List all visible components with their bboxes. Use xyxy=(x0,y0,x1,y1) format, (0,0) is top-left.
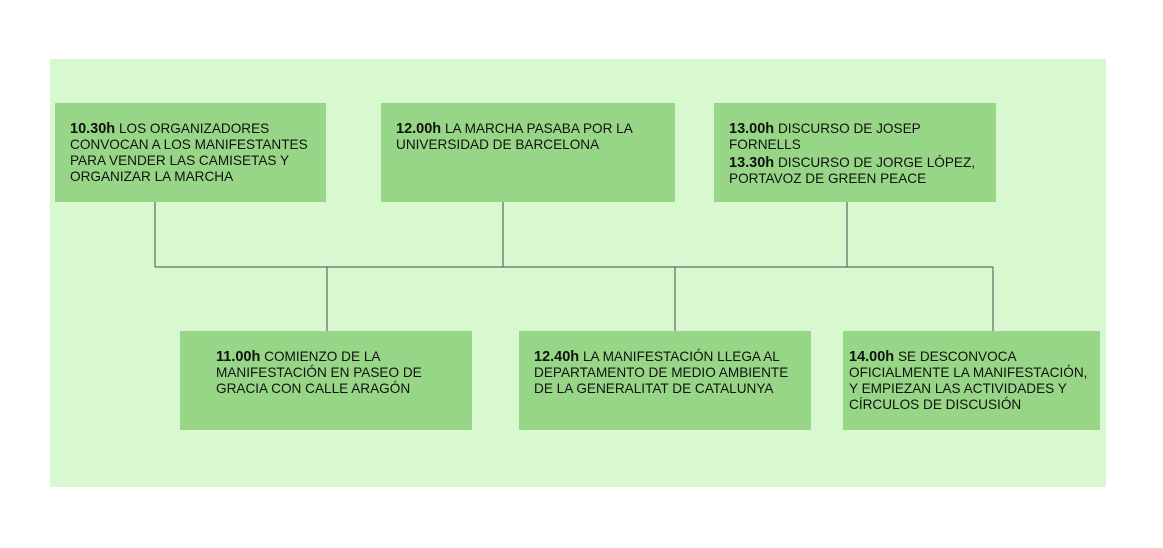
event-text: COMIENZO DE LA MANIFESTACIÓN EN PASEO DE… xyxy=(216,349,422,396)
event-text: DISCURSO DE JORGE LÓPEZ, PORTAVOZ DE GRE… xyxy=(729,155,976,186)
event-entry: 14.00h SE DESCONVOCA OFICIALMENTE LA MAN… xyxy=(849,349,1096,413)
event-entry: 12.40h LA MANIFESTACIÓN LLEGA AL DEPARTA… xyxy=(534,349,797,397)
event-time: 12.40h xyxy=(534,349,580,365)
event-text: DISCURSO DE JOSEP FORNELLS xyxy=(729,121,921,152)
event-box-1100: 11.00h COMIENZO DE LA MANIFESTACIÓN EN P… xyxy=(180,331,472,430)
event-time: 11.00h xyxy=(216,349,261,365)
event-entry: 13.00h DISCURSO DE JOSEP FORNELLS xyxy=(729,121,982,153)
event-time: 14.00h xyxy=(849,349,895,365)
event-text: LOS ORGANIZADORES CONVOCAN A LOS MANIFES… xyxy=(70,121,308,184)
event-time: 13.30h xyxy=(729,155,775,171)
event-entry: 13.30h DISCURSO DE JORGE LÓPEZ, PORTAVOZ… xyxy=(729,155,982,187)
event-text: LA MANIFESTACIÓN LLEGA AL DEPARTAMENTO D… xyxy=(534,349,789,396)
event-entry: 12.00h LA MARCHA PASABA POR LA UNIVERSID… xyxy=(396,121,661,153)
event-time: 13.00h xyxy=(729,121,775,137)
event-box-1240: 12.40h LA MANIFESTACIÓN LLEGA AL DEPARTA… xyxy=(519,331,811,430)
event-box-1300: 13.00h DISCURSO DE JOSEP FORNELLS 13.30h… xyxy=(714,103,996,202)
event-entry: 11.00h COMIENZO DE LA MANIFESTACIÓN EN P… xyxy=(216,349,458,397)
event-entry: 10.30h LOS ORGANIZADORES CONVOCAN A LOS … xyxy=(70,121,312,185)
event-text: LA MARCHA PASABA POR LA UNIVERSIDAD DE B… xyxy=(396,121,633,152)
event-time: 10.30h xyxy=(70,121,116,137)
event-box-1030: 10.30h LOS ORGANIZADORES CONVOCAN A LOS … xyxy=(55,103,326,202)
event-box-1400: 14.00h SE DESCONVOCA OFICIALMENTE LA MAN… xyxy=(843,331,1100,430)
event-time: 12.00h xyxy=(396,121,442,137)
event-text: SE DESCONVOCA OFICIALMENTE LA MANIFESTAC… xyxy=(849,349,1088,412)
event-box-1200: 12.00h LA MARCHA PASABA POR LA UNIVERSID… xyxy=(381,103,675,202)
